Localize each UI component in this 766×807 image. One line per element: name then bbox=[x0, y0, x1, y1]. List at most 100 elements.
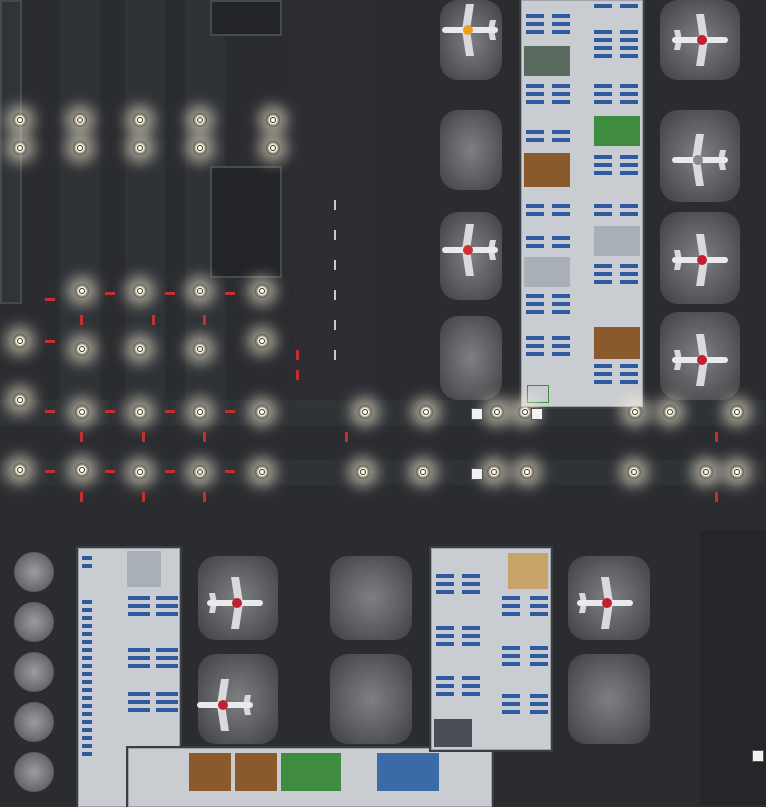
ground-marker bbox=[203, 432, 206, 442]
shop-room[interactable] bbox=[189, 753, 231, 791]
runway-dash bbox=[334, 320, 336, 330]
ground-marker bbox=[45, 410, 55, 413]
lounge-room[interactable] bbox=[377, 753, 439, 791]
shop-room[interactable] bbox=[235, 753, 277, 791]
airplane-icon[interactable] bbox=[207, 577, 263, 629]
helipad-icon[interactable] bbox=[14, 602, 54, 642]
stand-n4[interactable] bbox=[440, 316, 502, 400]
apron-light-icon bbox=[13, 463, 27, 477]
ground-marker bbox=[296, 370, 299, 380]
apron-light-icon bbox=[358, 405, 372, 419]
apron-light-icon bbox=[487, 465, 501, 479]
apron-light-icon bbox=[133, 465, 147, 479]
helipad-icon[interactable] bbox=[14, 702, 54, 742]
stand-s3[interactable] bbox=[330, 556, 412, 640]
apron-light-icon bbox=[193, 465, 207, 479]
ground-marker bbox=[296, 350, 299, 360]
shop-room[interactable] bbox=[127, 551, 161, 587]
ground-marker bbox=[225, 410, 235, 413]
security-room[interactable] bbox=[524, 257, 570, 287]
apron-light-icon bbox=[75, 405, 89, 419]
runway-dash bbox=[334, 350, 336, 360]
airplane-icon[interactable] bbox=[577, 577, 633, 629]
airplane-icon[interactable] bbox=[442, 4, 498, 56]
helipad-icon[interactable] bbox=[14, 752, 54, 792]
apron-light-icon bbox=[75, 342, 89, 356]
corner-marker-icon[interactable] bbox=[752, 750, 764, 762]
ground-marker bbox=[45, 298, 55, 301]
apron-light-icon bbox=[13, 141, 27, 155]
ground-marker bbox=[80, 492, 83, 502]
apron-light-icon bbox=[628, 405, 642, 419]
stand-s6[interactable] bbox=[568, 654, 650, 744]
security-room[interactable] bbox=[594, 226, 640, 256]
ground-marker bbox=[80, 432, 83, 442]
gate-entrance[interactable] bbox=[527, 385, 549, 403]
apron-light-icon bbox=[133, 141, 147, 155]
ground-marker bbox=[715, 492, 718, 502]
ground-marker bbox=[45, 470, 55, 473]
airplane-icon[interactable] bbox=[672, 234, 728, 286]
airplane-icon[interactable] bbox=[442, 224, 498, 276]
ground-marker bbox=[165, 292, 175, 295]
airplane-icon[interactable] bbox=[672, 14, 728, 66]
shop-room[interactable] bbox=[594, 327, 640, 359]
airplane-icon[interactable] bbox=[672, 134, 728, 186]
ground-marker bbox=[345, 432, 348, 442]
ground-marker bbox=[203, 492, 206, 502]
apron-light-icon bbox=[133, 405, 147, 419]
stand-s4[interactable] bbox=[330, 654, 412, 744]
apron-light-icon bbox=[193, 405, 207, 419]
apron-light-icon bbox=[490, 405, 504, 419]
apron-light-icon bbox=[133, 342, 147, 356]
apron-light-icon bbox=[75, 284, 89, 298]
apron-light-icon bbox=[255, 465, 269, 479]
airplane-icon[interactable] bbox=[672, 334, 728, 386]
apron-light-icon bbox=[133, 113, 147, 127]
hangar[interactable] bbox=[210, 0, 282, 36]
corner-marker-icon[interactable] bbox=[531, 408, 543, 420]
airplane-icon[interactable] bbox=[197, 679, 253, 731]
ground-marker bbox=[80, 315, 83, 325]
apron-light-icon bbox=[193, 284, 207, 298]
terminal-south-concourse[interactable] bbox=[128, 748, 492, 807]
apron-light-icon bbox=[13, 334, 27, 348]
apron-light-icon bbox=[627, 465, 641, 479]
apron-light-icon bbox=[699, 465, 713, 479]
stand-s2[interactable] bbox=[198, 654, 278, 744]
lounge-room[interactable] bbox=[594, 116, 640, 146]
helipad-icon[interactable] bbox=[14, 652, 54, 692]
hangar[interactable] bbox=[210, 166, 282, 278]
stand-n2[interactable] bbox=[440, 110, 502, 190]
lounge-room[interactable] bbox=[524, 46, 570, 76]
ground-marker bbox=[225, 470, 235, 473]
apron-light-icon bbox=[75, 463, 89, 477]
taxi-lane bbox=[60, 0, 100, 400]
shop-room[interactable] bbox=[524, 153, 570, 187]
ground-marker bbox=[105, 410, 115, 413]
runway-dash bbox=[334, 290, 336, 300]
corner-marker-icon[interactable] bbox=[471, 408, 483, 420]
taxi-lane bbox=[125, 0, 165, 400]
apron-light-icon bbox=[255, 334, 269, 348]
terminal-south-east[interactable] bbox=[431, 548, 551, 750]
apron-light-icon bbox=[416, 465, 430, 479]
ground-marker bbox=[142, 432, 145, 442]
apron-light-icon bbox=[133, 284, 147, 298]
runway-dash bbox=[334, 230, 336, 240]
apron-light-icon bbox=[193, 113, 207, 127]
runway-dash bbox=[334, 260, 336, 270]
apron-light-icon bbox=[13, 113, 27, 127]
ground-marker bbox=[105, 470, 115, 473]
apron-light-icon bbox=[255, 284, 269, 298]
corner-marker-icon[interactable] bbox=[471, 468, 483, 480]
shop-room[interactable] bbox=[508, 553, 548, 589]
ground-marker bbox=[203, 315, 206, 325]
helipad-icon[interactable] bbox=[14, 552, 54, 592]
apron-light-icon bbox=[266, 141, 280, 155]
lounge-room[interactable] bbox=[281, 753, 341, 791]
apron-light-icon bbox=[266, 113, 280, 127]
gate-room[interactable] bbox=[434, 719, 472, 747]
